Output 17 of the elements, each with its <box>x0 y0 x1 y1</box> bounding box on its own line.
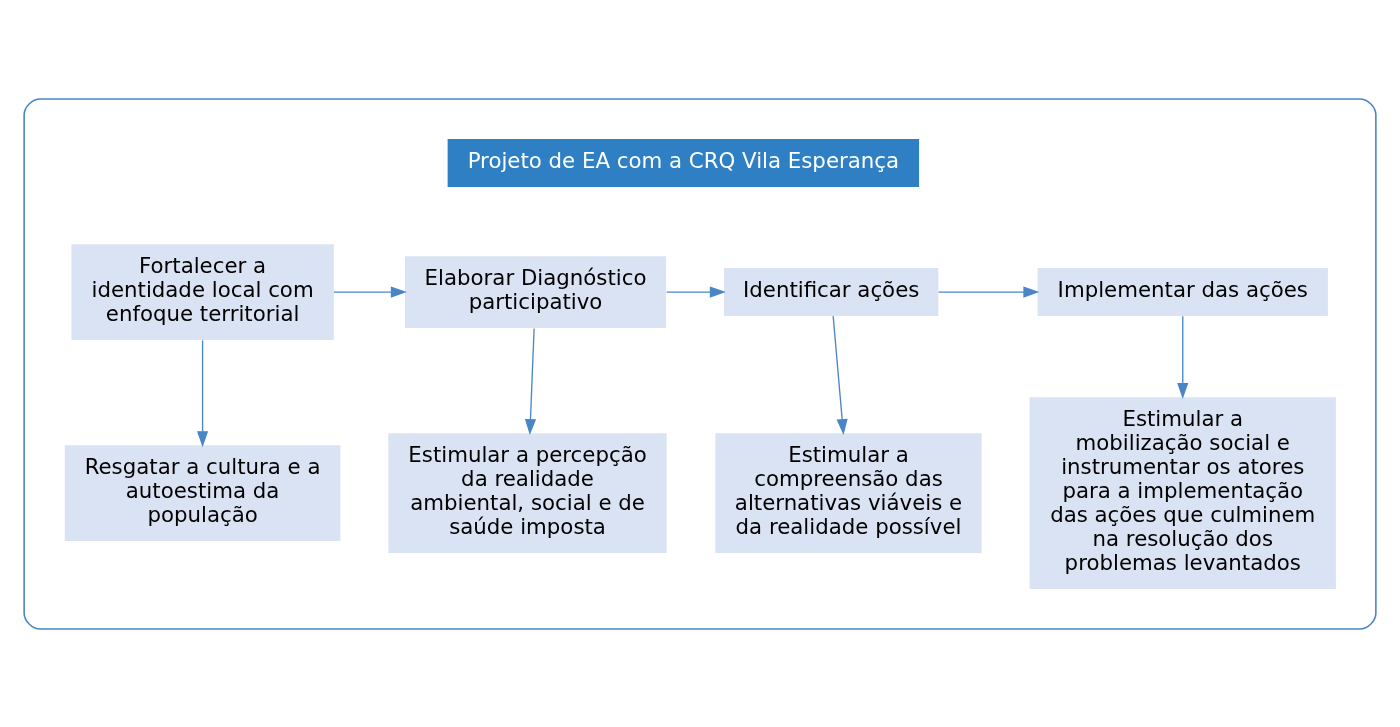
arrow <box>665 286 726 298</box>
arrow <box>938 286 1040 298</box>
arrow <box>333 286 407 298</box>
node-box: Elaborar Diagnóstico participativo <box>405 255 667 328</box>
node-box: Estimular a compreensão das alternativas viáveis e da realidade possível <box>715 432 982 553</box>
cluster <box>23 97 1377 630</box>
node-box: Resgatar a cultura e a autoestima da população <box>64 444 341 541</box>
node-box: Implementar das ações <box>1037 267 1328 316</box>
arrow <box>832 315 848 435</box>
arrow <box>1177 315 1189 399</box>
node-box: Projeto de EA com a CRQ Vila Esperança <box>447 138 920 187</box>
node-box: Fortalecer a identidade local com enfoque territorial <box>71 243 334 340</box>
node-box: Identificar ações <box>723 267 939 316</box>
node-box: Estimular a percepção da realidade ambiental, social e de saúde imposta <box>388 432 667 553</box>
node-box: Estimular a mobilização social e instrumentar os atores para a implementação das ações que culminem na resolução dos problemas levantados <box>1029 396 1336 589</box>
arrow <box>197 339 209 447</box>
arrow <box>524 327 537 435</box>
